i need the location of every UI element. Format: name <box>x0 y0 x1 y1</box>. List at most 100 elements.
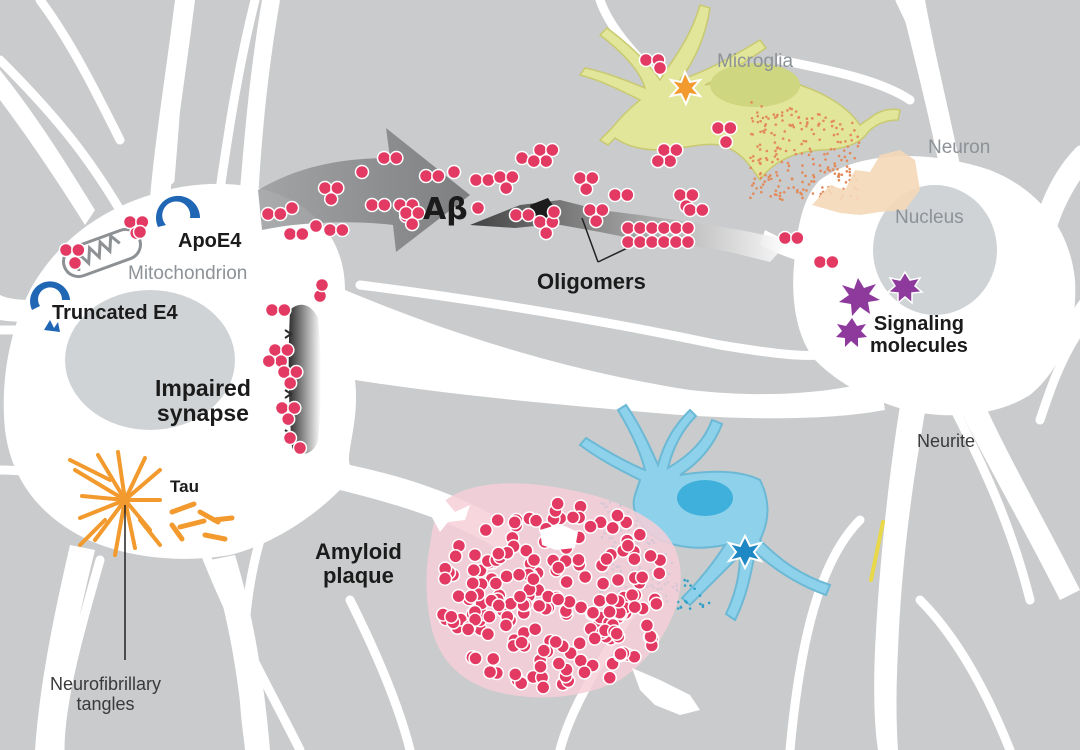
plaque-monomer <box>451 588 466 604</box>
abeta-monomer <box>280 342 295 358</box>
stipple-dot <box>707 601 711 605</box>
stipple-dot <box>778 194 782 198</box>
stipple-dot <box>841 127 844 131</box>
stipple-dot <box>842 149 846 152</box>
stipple-dot <box>810 180 813 183</box>
stipple-dot <box>826 168 829 171</box>
abeta-monomer <box>538 225 554 241</box>
plaque-monomer <box>587 631 602 646</box>
stipple-dot <box>757 159 760 162</box>
signaling-molecule-icon <box>836 270 924 347</box>
truncated-e4-label: Truncated E4 <box>52 302 178 324</box>
stipple-dot <box>788 107 792 110</box>
stipple-dot <box>796 188 799 192</box>
plaque-monomer <box>490 512 505 528</box>
abeta-monomer <box>498 180 514 196</box>
stipple-dot <box>806 121 809 124</box>
abeta-monomer <box>521 207 536 223</box>
stipple-dot <box>749 132 753 136</box>
abeta-monomer <box>718 134 734 150</box>
stipple-dot <box>679 605 683 609</box>
stipple-dot <box>840 158 843 162</box>
plaque-monomer <box>652 566 667 581</box>
stipple-dot <box>758 161 762 165</box>
abeta-monomer <box>668 234 684 250</box>
abeta-monomer <box>354 164 370 180</box>
abeta-monomer <box>314 277 330 293</box>
plaque-monomer <box>559 574 574 590</box>
stipple-dot <box>751 155 755 158</box>
neurite-label: Neurite <box>917 431 976 451</box>
plaque-monomer <box>507 515 522 530</box>
abeta-monomer <box>812 254 828 270</box>
plaque-monomer <box>585 605 601 620</box>
stipple-dot <box>780 114 784 117</box>
abeta-monomer <box>289 364 304 380</box>
plaque-monomer <box>565 510 581 525</box>
astrocyte-activation-icon <box>726 533 764 571</box>
stipple-dot <box>689 584 692 587</box>
stipple-dot <box>856 135 859 139</box>
stipple-dot <box>830 120 834 124</box>
abeta-monomer <box>682 202 698 218</box>
abeta-monomer <box>322 222 338 238</box>
stipple-dot <box>808 147 812 151</box>
stipple-dot <box>789 124 793 127</box>
abeta-monomer <box>273 206 288 222</box>
stipple-dot <box>829 147 833 151</box>
stipple-dot <box>756 111 759 114</box>
stipple-dot <box>790 113 793 117</box>
abeta-monomer <box>67 255 83 271</box>
stipple-dot <box>779 191 782 195</box>
stipple-dot <box>800 142 803 146</box>
plaque-fragment <box>428 500 470 532</box>
stipple-dot <box>773 133 776 137</box>
impaired-line-1: Impaired <box>155 375 251 401</box>
stipple-dot <box>833 172 837 175</box>
stipple-dot <box>836 132 839 136</box>
stipple-dot <box>801 164 804 167</box>
stipple-dot <box>807 153 811 157</box>
plaque-monomer <box>511 567 527 582</box>
stipple-dot <box>809 150 813 153</box>
plaque-monomer <box>573 600 589 615</box>
plaque-monomer <box>577 569 593 585</box>
mitochondrion-label: Mitochondrion <box>128 263 248 284</box>
stipple-dot <box>826 166 830 169</box>
stipple-dot <box>750 184 754 187</box>
abeta-monomer <box>514 150 530 166</box>
abeta-monomer <box>292 440 308 456</box>
stipple-dot <box>792 125 796 129</box>
stipple-dot <box>799 121 802 125</box>
stipple-dot <box>795 190 799 194</box>
stipple-dot <box>819 169 822 173</box>
stipple-dot <box>776 157 780 161</box>
plaque-monomer <box>491 598 506 613</box>
stipple-dot <box>676 607 680 610</box>
left-neuron <box>0 0 885 750</box>
microglia-cell <box>578 4 901 182</box>
abeta-monomer <box>825 254 840 270</box>
stipple-dot <box>857 141 861 145</box>
plaque-monomer <box>467 612 483 627</box>
stipple-dot <box>787 186 790 190</box>
stipple-dot <box>823 170 827 174</box>
abeta-monomer <box>656 220 672 236</box>
abeta-monomer <box>508 207 524 223</box>
abeta-monomer <box>481 172 496 188</box>
stipple-dot <box>816 112 820 116</box>
abeta-monomer <box>652 60 668 76</box>
plaque-monomer <box>488 576 504 591</box>
abeta-monomer <box>308 218 324 234</box>
abeta-monomer <box>585 170 600 186</box>
stipple-dot <box>802 188 805 191</box>
stipple-dot <box>756 145 759 148</box>
stipple-dot <box>833 164 837 168</box>
stipple-dot <box>845 165 849 168</box>
plaque-monomer <box>610 572 626 588</box>
abeta-monomer <box>578 181 594 197</box>
stipple-dot <box>758 172 762 176</box>
stipple-dot <box>751 159 755 163</box>
stipple-dot <box>755 187 758 190</box>
stipple-dot <box>749 166 753 170</box>
